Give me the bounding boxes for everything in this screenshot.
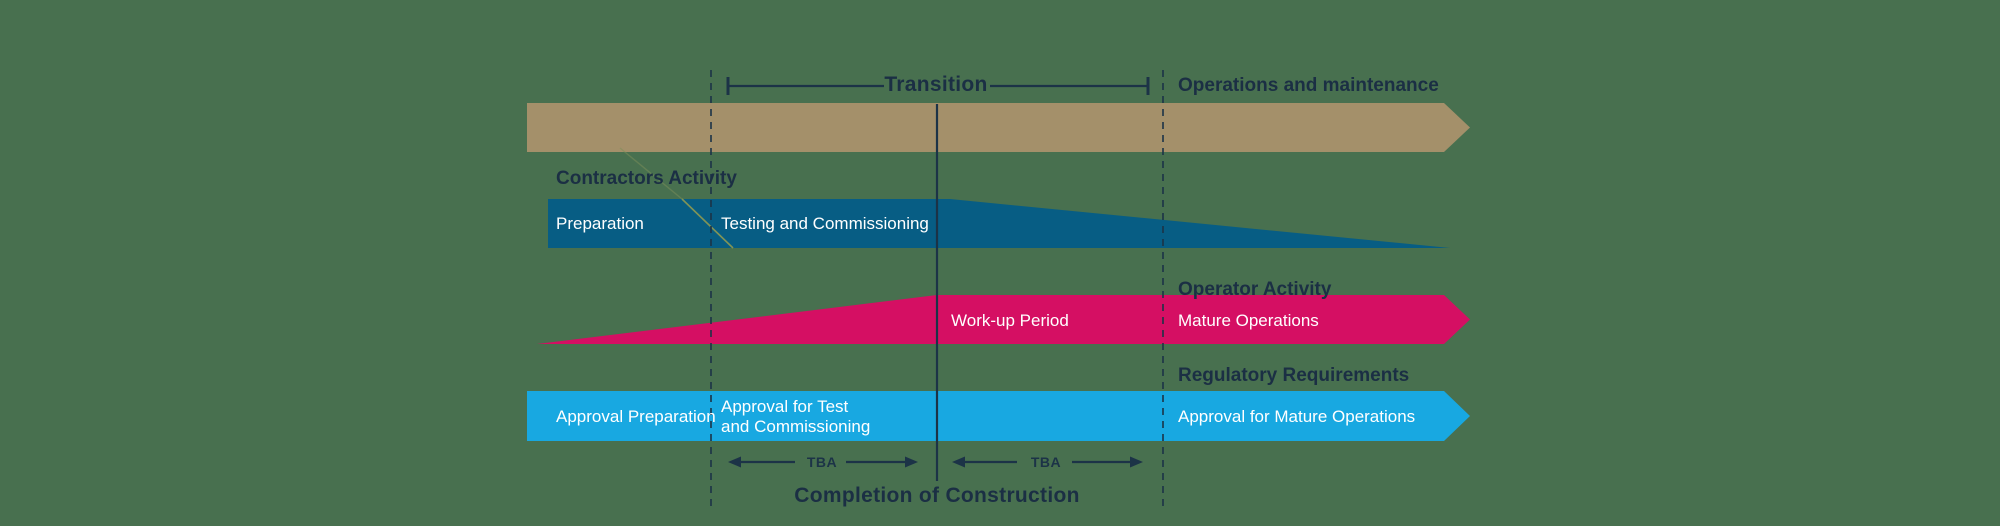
operations-bar	[527, 103, 1470, 152]
contractors-activity-title: Contractors Activity	[556, 168, 737, 189]
approval-test-commissioning-segment-label: Approval for Test and Commissioning	[721, 397, 871, 436]
contractor-bar	[548, 199, 1450, 248]
tba-right-label: TBA	[1030, 454, 1062, 470]
operator-bar	[537, 295, 1470, 344]
operator-activity-title: Operator Activity	[1178, 279, 1332, 300]
completion-of-construction-label: Completion of Construction	[794, 484, 1080, 507]
contractor-segment-divider	[619, 147, 683, 200]
testing-commissioning-segment-label: Testing and Commissioning	[721, 214, 929, 233]
mature-operations-segment-label: Mature Operations	[1178, 311, 1319, 330]
regulatory-requirements-title: Regulatory Requirements	[1178, 365, 1410, 386]
tba-right-arrow-icon	[952, 456, 1143, 468]
tba-left-label: TBA	[806, 454, 838, 470]
preparation-segment-label: Preparation	[556, 214, 644, 233]
tba-left-arrow-icon	[728, 456, 918, 468]
operations-maintenance-label: Operations and maintenance	[1178, 75, 1439, 96]
approval-preparation-segment-label: Approval Preparation	[556, 407, 716, 426]
regulatory-bar	[527, 391, 1470, 441]
approval-mature-operations-segment-label: Approval for Mature Operations	[1178, 407, 1416, 426]
contractor-segment-divider-inbar	[681, 198, 734, 249]
transition-label: Transition	[884, 73, 988, 96]
workup-period-segment-label: Work-up Period	[951, 311, 1069, 330]
transition-bracket-icon	[726, 77, 1150, 95]
